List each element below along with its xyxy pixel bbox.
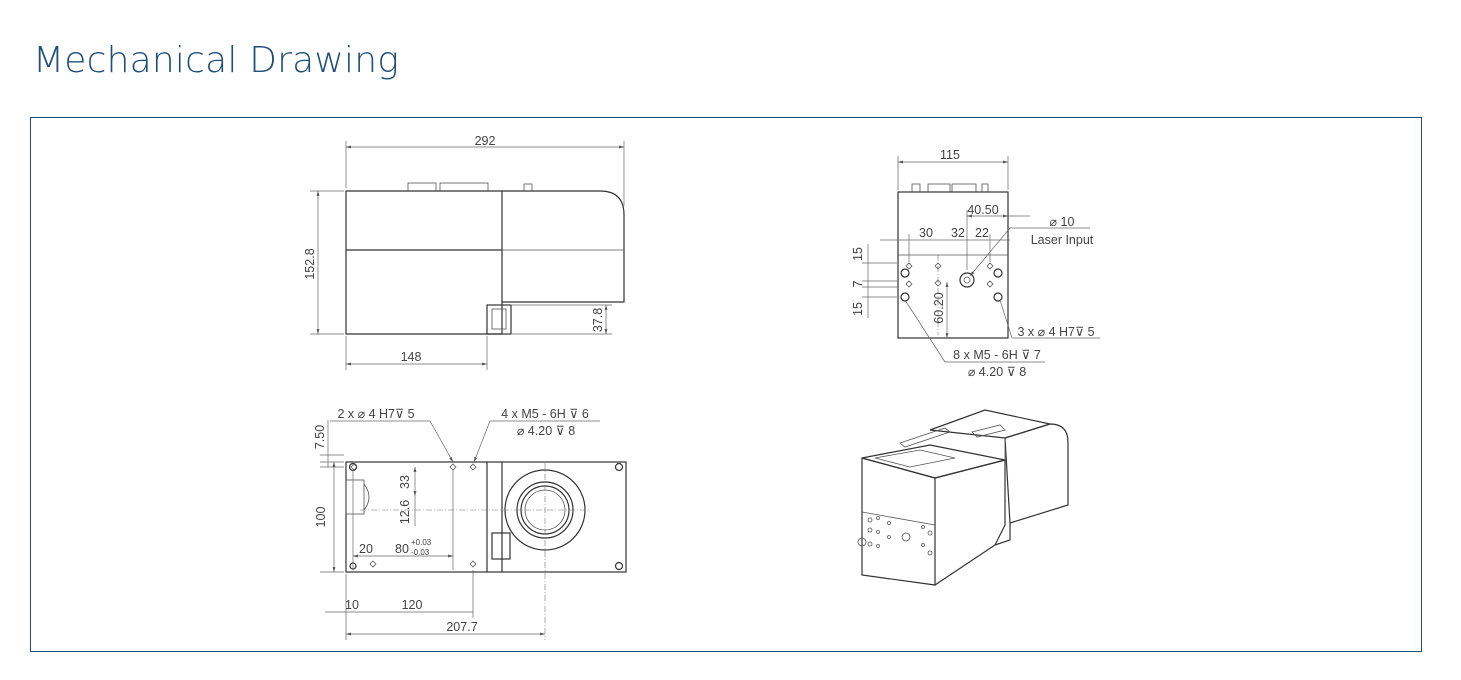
dim-33: 33 xyxy=(398,475,412,489)
dim-148: 148 xyxy=(401,350,422,364)
dim-152-8: 152.8 xyxy=(303,248,317,279)
dim-20: 20 xyxy=(359,542,373,556)
front-m5-holes-callout: 8 x M5 - 6H ⊽ 7 xyxy=(953,348,1041,362)
laser-diameter-label: ⌀ 10 xyxy=(1050,215,1075,229)
front-h7-holes-callout: 3 x ⌀ 4 H7⊽ 5 xyxy=(1017,325,1094,339)
bottom-m5-holes-callout: 4 x M5 - 6H ⊽ 6 xyxy=(501,407,589,421)
bottom-h7-holes-callout: 2 x ⌀ 4 H7⊽ 5 xyxy=(337,407,414,421)
dim-100: 100 xyxy=(314,507,328,528)
dim-40-50: 40.50 xyxy=(967,203,998,217)
bottom-view: 2 x ⌀ 4 H7⊽ 5 4 x M5 - 6H ⊽ 6 ⌀ 4.20 ⊽ 8… xyxy=(313,407,627,640)
dim-60-20: 60.20 xyxy=(932,292,946,323)
dim-37-8: 37.8 xyxy=(591,308,605,332)
dim-80: 80 xyxy=(395,542,409,556)
dim-7-50: 7.50 xyxy=(313,425,327,449)
tolerance-minus: -0.03 xyxy=(411,548,430,557)
dim-7: 7 xyxy=(851,280,865,287)
bottom-m5-drill-callout: ⌀ 4.20 ⊽ 8 xyxy=(517,424,575,438)
dim-10: 10 xyxy=(345,598,359,612)
isometric-view xyxy=(857,409,1069,586)
dim-30: 30 xyxy=(919,226,933,240)
side-view: 292 152.8 148 37.8 xyxy=(303,134,625,370)
tolerance-plus: +0.03 xyxy=(411,538,432,547)
dim-115: 115 xyxy=(940,148,960,162)
dim-12-6: 12.6 xyxy=(398,500,412,524)
front-m5-drill-callout: ⌀ 4.20 ⊽ 8 xyxy=(968,365,1026,379)
dim-207-7: 207.7 xyxy=(446,620,477,634)
dim-22: 22 xyxy=(975,226,989,240)
dim-32: 32 xyxy=(951,226,965,240)
dim-292: 292 xyxy=(475,134,496,148)
dim-15-bottom: 15 xyxy=(851,302,865,316)
dim-120: 120 xyxy=(402,598,423,612)
page-title: Mechanical Drawing xyxy=(33,40,400,81)
drawing-frame xyxy=(30,117,1422,652)
dim-15-top: 15 xyxy=(851,247,865,261)
front-view: 115 40.50 30 32 22 ⌀ 10 Laser Input 15 7… xyxy=(851,148,1100,379)
laser-input-label: Laser Input xyxy=(1031,233,1094,247)
